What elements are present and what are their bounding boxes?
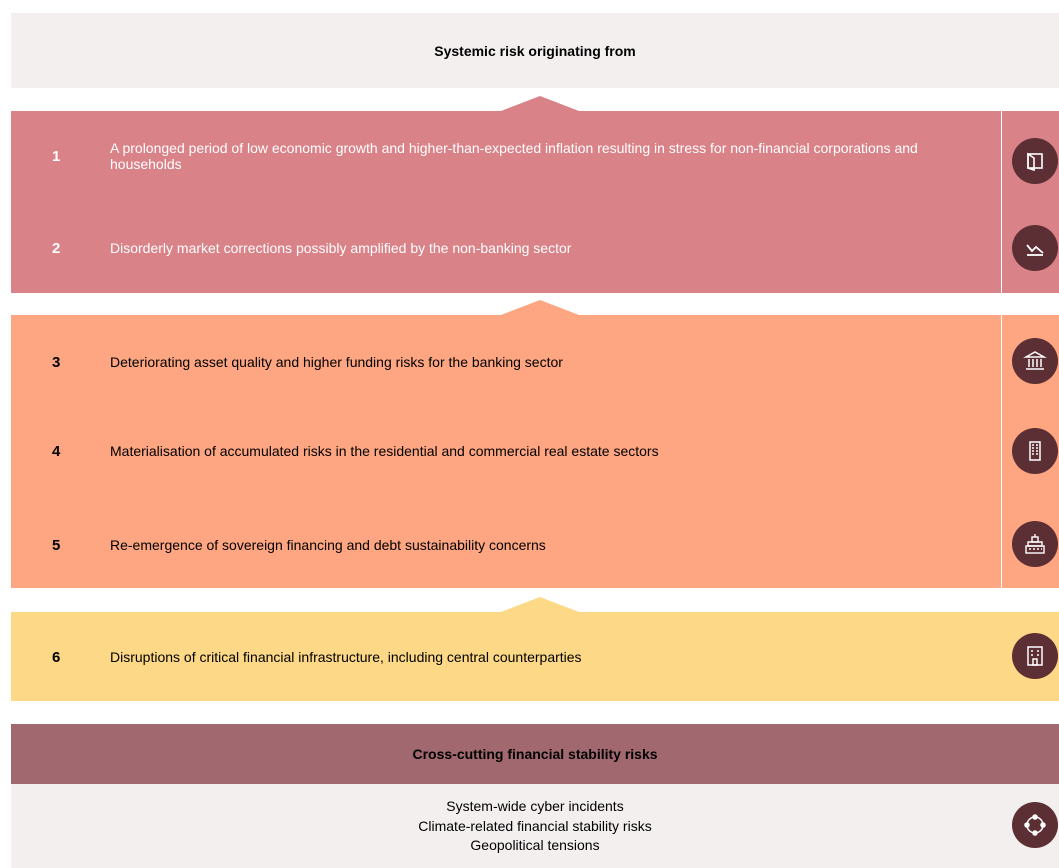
risk-text: A prolonged period of low economic growt…	[110, 140, 918, 172]
cross-cutting-header: Cross-cutting financial stability risks	[11, 724, 1059, 784]
risk-row-3: 3 Deteriorating asset quality and higher…	[11, 348, 1001, 376]
band-divider	[1001, 315, 1002, 588]
band-arrow-notch	[501, 300, 579, 315]
risk-number: 3	[52, 353, 61, 371]
risk-text: Materialisation of accumulated risks in …	[110, 443, 659, 459]
risk-text: Re-emergence of sovereign financing and …	[110, 537, 546, 553]
bank-icon	[1012, 338, 1058, 384]
cross-cutting-body: System-wide cyber incidents Climate-rela…	[11, 784, 1059, 868]
risk-text: Disorderly market corrections possibly a…	[110, 240, 572, 256]
risk-row-6: 6 Disruptions of critical financial infr…	[11, 643, 1001, 671]
risk-number: 4	[52, 442, 61, 460]
risk-text: Deteriorating asset quality and higher f…	[110, 354, 563, 370]
band-arrow-notch	[501, 597, 579, 612]
cross-cutting-item: Climate-related financial stability risk…	[418, 817, 652, 834]
cross-cutting-list: System-wide cyber incidents Climate-rela…	[11, 797, 1059, 856]
risk-band-infrastructure: 6 Disruptions of critical financial infr…	[11, 597, 1059, 701]
cross-cutting-item: Geopolitical tensions	[470, 837, 600, 853]
risk-number: 5	[52, 536, 61, 554]
government-icon	[1012, 521, 1058, 567]
network-icon	[1012, 802, 1058, 848]
risk-row-2: 2 Disorderly market corrections possibly…	[11, 234, 1001, 262]
risk-row-1: 1 A prolonged period of low economic gro…	[11, 138, 1001, 174]
risk-row-4: 4 Materialisation of accumulated risks i…	[11, 437, 1001, 465]
chart-down-icon	[1012, 225, 1058, 271]
cross-cutting-title: Cross-cutting financial stability risks	[412, 746, 658, 762]
risk-text: Disruptions of critical financial infras…	[110, 649, 582, 665]
risk-band-banking: 3 Deteriorating asset quality and higher…	[11, 300, 1059, 588]
risk-band-macro: 1 A prolonged period of low economic gro…	[11, 96, 1059, 293]
cross-cutting-item: System-wide cyber incidents	[446, 798, 624, 814]
band-divider	[1001, 111, 1002, 293]
header-title: Systemic risk originating from	[434, 42, 636, 59]
header-box: Systemic risk originating from	[11, 13, 1059, 88]
office-icon	[1012, 633, 1058, 679]
building-icon	[1012, 428, 1058, 474]
risk-number: 2	[52, 239, 61, 257]
risk-number: 6	[52, 648, 61, 666]
risk-row-5: 5 Re-emergence of sovereign financing an…	[11, 531, 1001, 559]
band-arrow-notch	[501, 96, 579, 111]
wallet-icon	[1012, 138, 1058, 184]
risk-number: 1	[52, 147, 61, 165]
